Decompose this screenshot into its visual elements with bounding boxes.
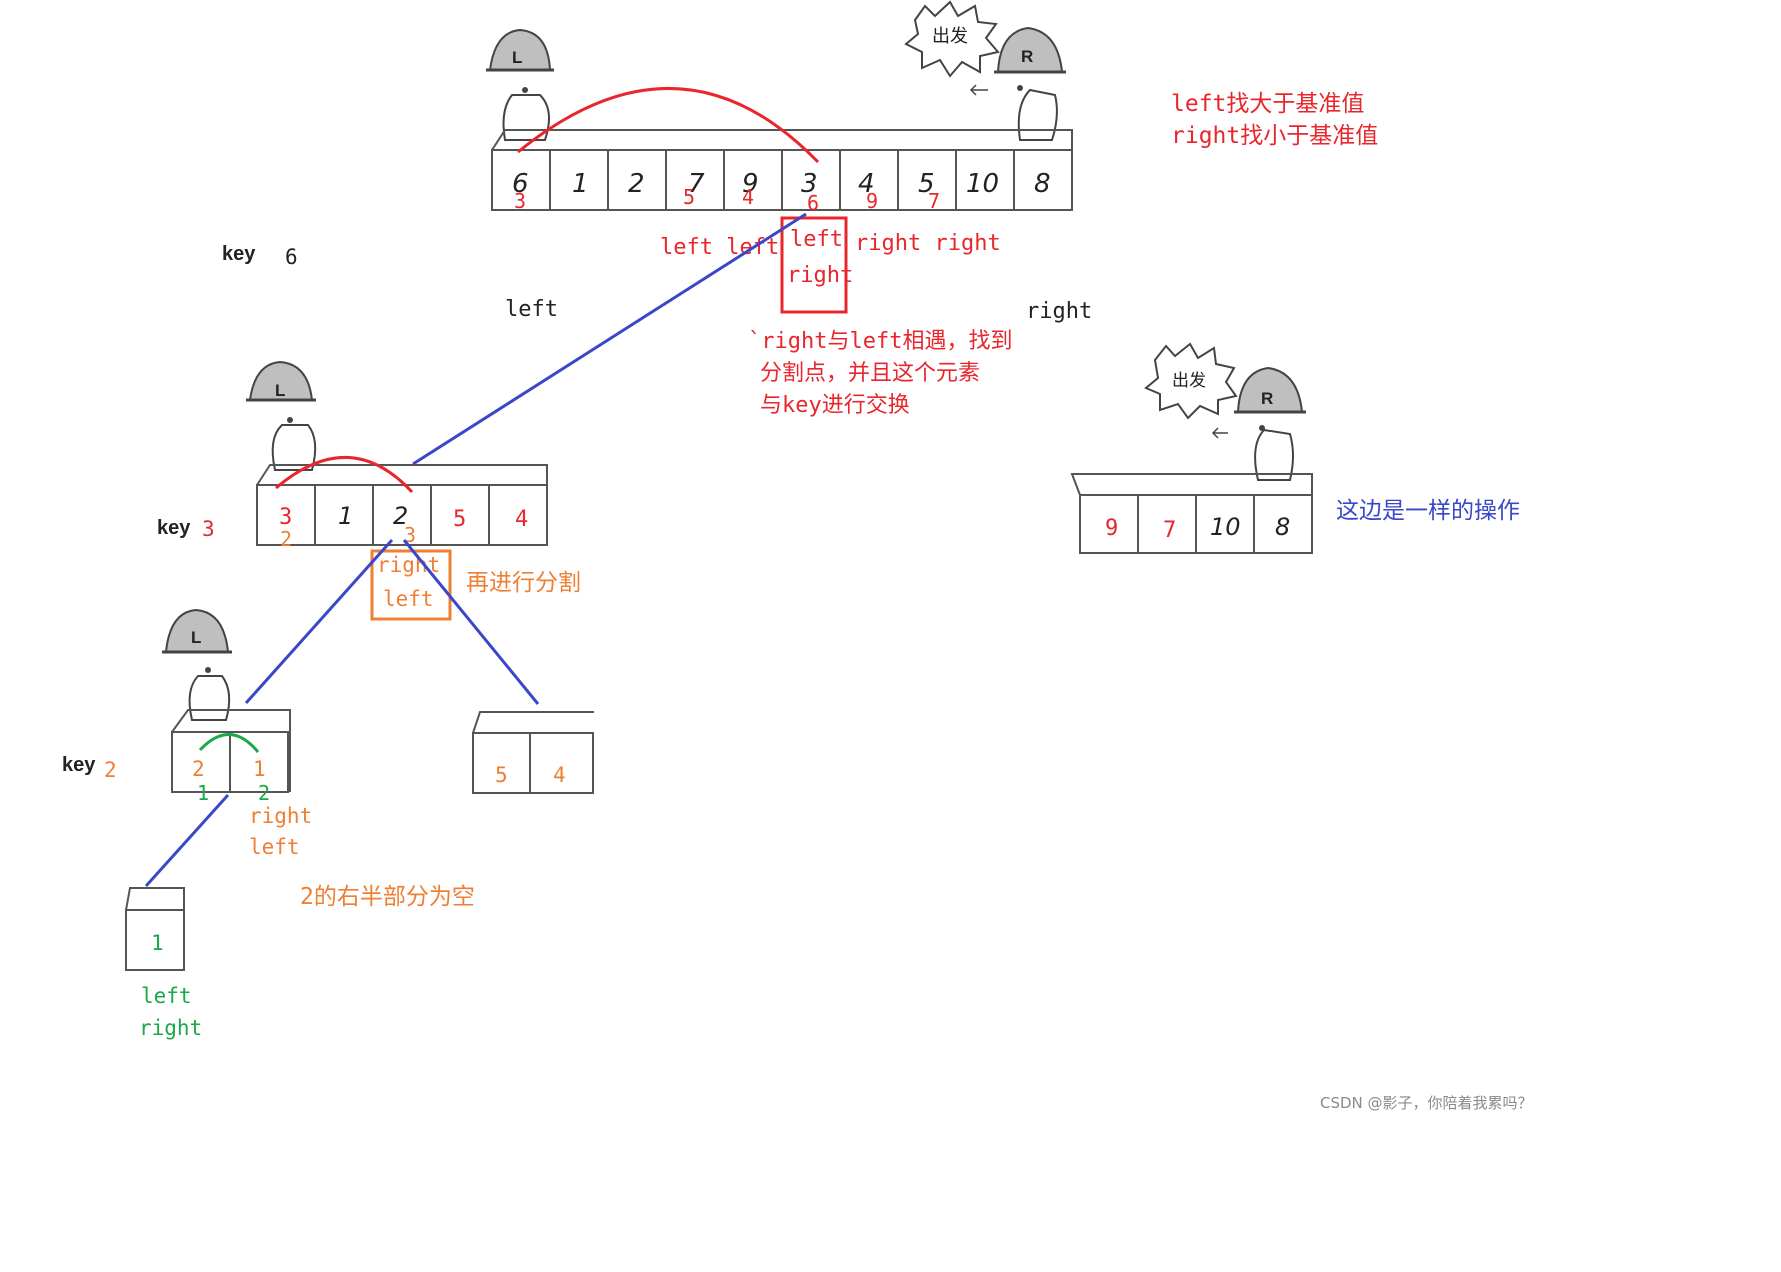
connector-mid-to-right xyxy=(402,539,540,705)
helmet-letter-R-right: R xyxy=(1261,389,1273,408)
character-R-right: 出发 R xyxy=(1144,342,1306,481)
small-swap-arc xyxy=(198,733,260,753)
right-array: 9 7 10 8 xyxy=(1070,473,1313,554)
meet-note-line2: 分割点，并且这个元素 xyxy=(760,361,980,386)
top-below-7: 7 xyxy=(928,189,940,213)
small-left-label: left xyxy=(249,835,300,859)
pair-array: 5 4 xyxy=(472,711,594,794)
right-cell-2: 10 xyxy=(1210,513,1241,541)
top-below-5: 5 xyxy=(683,185,695,209)
character-L-top: L xyxy=(486,28,554,141)
go-label: 出发 xyxy=(932,26,968,47)
mid-split-note: 再进行分割 xyxy=(466,570,581,596)
small-array: 2 1 xyxy=(171,709,291,793)
pair-cell-0: 5 xyxy=(495,763,508,787)
top-below-4: 4 xyxy=(742,185,754,209)
top-cell-8: 10 xyxy=(966,169,999,199)
top-cell-3: 7 xyxy=(688,169,705,199)
mid-cell-4: 4 xyxy=(515,507,528,532)
note-right-rule: right找小于基准值 xyxy=(1171,123,1378,149)
mid-key-value: 3 xyxy=(202,517,215,541)
top-cell-9: 8 xyxy=(1034,169,1051,199)
mid-below-3: 3 xyxy=(404,523,416,547)
small-right-label: right xyxy=(249,804,312,828)
mid-below-2: 2 xyxy=(280,527,292,551)
meet-note-line3: 与key进行交换 xyxy=(760,393,910,418)
small-cell-0: 2 xyxy=(192,757,205,781)
top-left-left-label: left left xyxy=(660,235,779,260)
speech-burst-icon-right xyxy=(1144,342,1238,420)
mid-box-left: left xyxy=(383,587,434,611)
small-below-1: 1 xyxy=(197,781,209,805)
single-left-label: left xyxy=(141,984,192,1008)
meeting-point-box xyxy=(780,216,848,314)
right-cell-0: 9 xyxy=(1105,516,1118,541)
top-cell-1: 1 xyxy=(572,169,589,199)
mid-cell-2: 2 xyxy=(393,502,408,530)
arrow-left-icon-right xyxy=(1211,427,1228,439)
helmet-letter-L-mid: L xyxy=(275,381,285,400)
mid-cell-0: 3 xyxy=(279,505,292,530)
helmet-letter-L: L xyxy=(512,48,522,67)
character-R-top: R 出发 xyxy=(904,0,1066,141)
top-cell-4: 9 xyxy=(742,169,759,199)
note-left-rule: left找大于基准值 xyxy=(1171,91,1364,117)
helmet-letter-L-small: L xyxy=(191,628,201,647)
mid-swap-arc xyxy=(275,456,414,494)
top-key-label: key xyxy=(222,243,256,265)
speech-burst-icon xyxy=(904,0,1000,78)
small-below-2: 2 xyxy=(258,781,270,805)
top-cell-2: 2 xyxy=(628,169,645,199)
quicksort-diagram: L R 出发 6 1 2 7 9 3 4 5 10 8 3 5 4 6 xyxy=(62,0,1533,1112)
character-L-mid: L xyxy=(246,360,317,471)
connector-mid-to-left xyxy=(244,538,394,705)
mid-cell-1: 1 xyxy=(338,502,353,530)
mid-cell-3: 5 xyxy=(453,507,466,532)
mid-array: 3 1 2 5 4 xyxy=(256,464,548,546)
small-key-label: key xyxy=(62,754,96,776)
right-cell-1: 7 xyxy=(1163,518,1176,543)
top-cell-7: 5 xyxy=(918,169,935,199)
top-cell-5: 3 xyxy=(801,169,818,199)
top-right-right-label: right right xyxy=(855,231,1001,256)
mid-key-label: key xyxy=(157,517,191,539)
box-right-label: right xyxy=(787,263,853,288)
right-same-note: 这边是一样的操作 xyxy=(1336,498,1520,524)
top-cell-6: 4 xyxy=(858,169,875,199)
small-key-value: 2 xyxy=(104,758,117,782)
top-array: 6 1 2 7 9 3 4 5 10 8 xyxy=(491,129,1073,211)
single-array: 1 xyxy=(125,887,185,971)
small-cell-1: 1 xyxy=(253,757,266,781)
single-right-label: right xyxy=(139,1016,202,1040)
character-L-small: L xyxy=(162,608,232,721)
connector-small-to-single xyxy=(144,793,230,888)
go-label-right: 出发 xyxy=(1172,371,1206,391)
top-swap-arc xyxy=(517,87,820,164)
csdn-watermark: CSDN @影子，你陪着我累吗？ xyxy=(1320,1094,1533,1112)
branch-left-label: left xyxy=(505,297,558,322)
helmet-letter-R: R xyxy=(1021,47,1033,66)
meet-note-line1: `right与left相遇，找到 xyxy=(748,329,1012,354)
pair-cell-1: 4 xyxy=(553,763,566,787)
connector-top-to-left xyxy=(412,212,807,466)
branch-right-label: right xyxy=(1026,299,1092,324)
single-cell: 1 xyxy=(151,931,164,955)
mid-meeting-box xyxy=(370,549,452,621)
top-below-9: 9 xyxy=(866,189,878,213)
top-cell-0: 6 xyxy=(512,169,529,199)
small-right-empty-note: 2的右半部分为空 xyxy=(300,884,475,910)
top-below-6: 6 xyxy=(807,191,819,215)
arrow-left-icon xyxy=(969,84,988,96)
right-cell-3: 8 xyxy=(1275,513,1290,541)
top-below-3: 3 xyxy=(514,189,526,213)
box-left-label: left xyxy=(790,227,843,252)
top-key-value: 6 xyxy=(285,245,298,269)
